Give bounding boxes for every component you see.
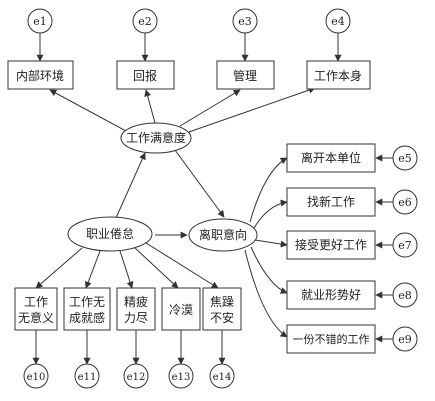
indicator-management: 管理 (216, 60, 275, 90)
error-e14-label: e14 (213, 372, 232, 383)
error-e3: e3 (232, 8, 258, 34)
error-e11: e11 (74, 363, 100, 389)
indicator-employment: 就业形势好 (286, 280, 376, 310)
edge-burn-indifferent (134, 247, 179, 289)
error-e12: e12 (123, 363, 149, 389)
indicator-irritable-line2: 不安 (210, 310, 234, 325)
indicator-meaningless-line1: 工作 (24, 295, 48, 309)
indicator-find-job: 找新工作 (286, 187, 376, 217)
edge-sat-turnover (174, 149, 225, 218)
indicator-exhausted-line2: 力尽 (124, 311, 148, 325)
error-e8-label: e8 (398, 289, 412, 302)
latent-satisfaction-label: 工作满意度 (126, 130, 186, 145)
indicator-better-job: 接受更好工作 (286, 230, 376, 260)
indicator-management-label: 管理 (233, 68, 257, 83)
indicator-reward: 回报 (116, 60, 175, 90)
error-e4: e4 (325, 8, 351, 34)
edge-turn-leave-unit (249, 157, 288, 223)
edge-turn-good-job (244, 249, 288, 338)
indicator-good-job-label: 一份不错的工作 (293, 332, 370, 346)
indicator-environment: 内部环境 (7, 60, 74, 90)
edge-burn-irritable (145, 242, 219, 289)
indicator-good-job: 一份不错的工作 (286, 324, 376, 354)
error-e2-label: e2 (138, 15, 152, 28)
indicator-employment-label: 就业形势好 (301, 288, 361, 302)
indicator-irritable-line1: 焦躁 (210, 295, 234, 309)
error-e6-label: e6 (398, 196, 412, 209)
error-e5: e5 (392, 145, 418, 171)
error-e10-label: e10 (27, 372, 46, 383)
latent-burnout: 职业倦怠 (67, 216, 153, 252)
error-e10: e10 (23, 363, 49, 389)
edge-burn-meaningless (35, 247, 83, 289)
indicator-better-job-label: 接受更好工作 (295, 237, 367, 252)
indicator-reward-label: 回报 (133, 68, 157, 83)
edge-turn-find-job (253, 199, 288, 229)
latent-turnover-label: 离职意向 (199, 227, 247, 242)
indicator-indifferent: 冷漠 (161, 287, 201, 331)
indicator-leave-unit: 离开本单位 (286, 143, 376, 173)
error-e7: e7 (392, 232, 418, 258)
indicator-indifferent-line1: 冷漠 (169, 303, 193, 317)
error-e12-label: e12 (127, 372, 146, 383)
edge-burnout-sat (115, 152, 146, 219)
latent-turnover: 离职意向 (188, 218, 258, 252)
indicator-no-achievement-line1: 工作无 (69, 295, 105, 309)
error-e3-label: e3 (238, 15, 252, 28)
error-e4-label: e4 (331, 15, 345, 28)
error-e14: e14 (209, 363, 235, 389)
indicator-find-job-label: 找新工作 (307, 194, 355, 209)
error-e8: e8 (392, 282, 418, 308)
indicator-meaningless: 工作 无意义 (14, 287, 58, 331)
edge-turn-employment (250, 246, 288, 294)
error-e13: e13 (168, 363, 194, 389)
indicator-irritable: 焦躁 不安 (202, 287, 242, 331)
error-e9: e9 (392, 326, 418, 352)
error-e1: e1 (27, 8, 53, 34)
edge-sat-environment (49, 89, 127, 132)
indicator-work-itself-label: 工作本身 (314, 68, 362, 83)
indicator-no-achievement: 工作无 成就感 (63, 287, 111, 331)
error-e11-label: e11 (78, 372, 97, 383)
error-e2: e2 (132, 8, 158, 34)
indicator-exhausted-line1: 精疲 (124, 294, 148, 309)
latent-burnout-label: 职业倦怠 (86, 227, 134, 241)
edge-sat-work-itself (185, 86, 316, 134)
error-e7-label: e7 (398, 239, 412, 252)
error-e5-label: e5 (398, 152, 412, 165)
latent-satisfaction: 工作满意度 (120, 122, 192, 154)
indicator-environment-label: 内部环境 (16, 68, 64, 83)
indicator-no-achievement-line2: 成就感 (69, 310, 105, 325)
edge-burn-no-achievement (84, 250, 101, 289)
error-e1-label: e1 (33, 15, 47, 28)
edge-sat-management (179, 89, 241, 127)
indicator-leave-unit-label: 离开本单位 (301, 150, 361, 165)
error-e9-label: e9 (398, 333, 412, 346)
error-e6: e6 (392, 189, 418, 215)
edge-sat-reward (144, 89, 156, 124)
indicator-work-itself: 工作本身 (306, 60, 371, 90)
edge-turn-better-job (254, 239, 288, 248)
error-e13-label: e13 (172, 372, 191, 383)
indicator-meaningless-line2: 无意义 (18, 310, 54, 325)
edges (32, 33, 393, 365)
edge-burn-exhausted (119, 250, 134, 289)
indicator-exhausted: 精疲 力尽 (116, 287, 156, 331)
